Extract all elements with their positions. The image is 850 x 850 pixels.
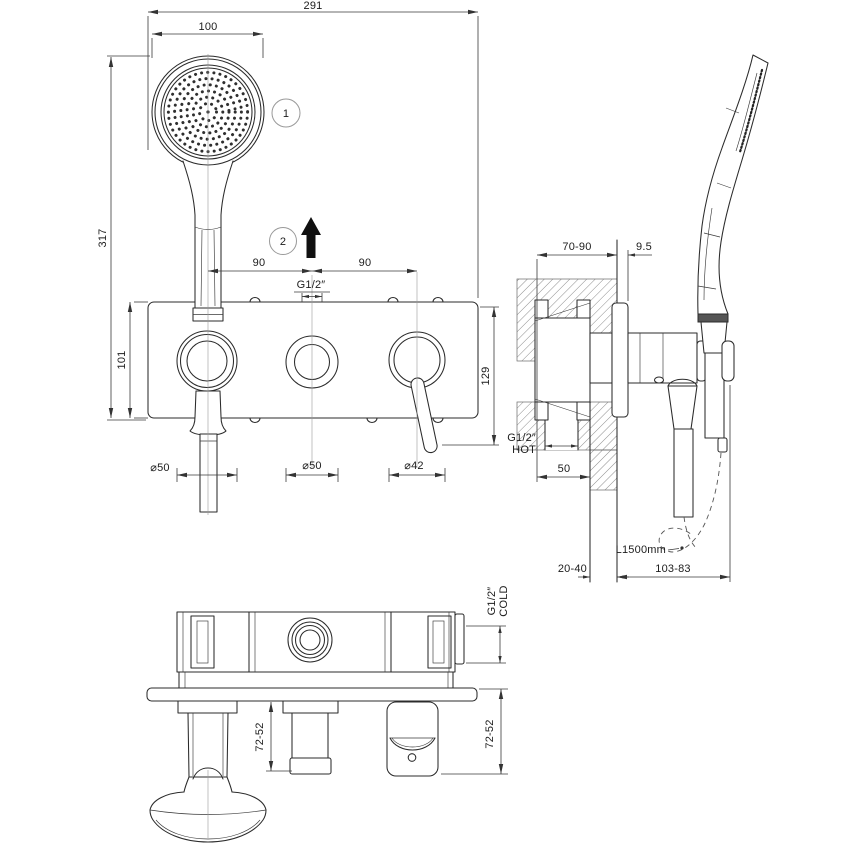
bottom-view: 72-52 72-52 G1/2″ COLD (146, 585, 510, 843)
valve-cylinder (627, 332, 707, 384)
bottom-dimensions: 72-52 72-52 G1/2″ COLD (254, 585, 510, 775)
dim-trim-height: 129 (480, 367, 492, 386)
side-view: L1500mm 70-90 9.5 G1/2″ HOT 50 20-40 103… (507, 54, 769, 583)
dim-knob-depth-center: 72-52 (254, 722, 266, 751)
dim-protrusion: 103-83 (655, 563, 690, 575)
outlet-thread-label: G1/2″ (297, 279, 326, 291)
flexible-hose: L1500mm (616, 452, 722, 556)
dim-spacing-left: 90 (253, 257, 266, 269)
dia-holder-knob: ⌀50 (150, 462, 169, 474)
dim-wall-thickness: 20-40 (558, 563, 587, 575)
outlet-port (287, 617, 333, 663)
cold-inlet-thread: G1/2″ (486, 587, 498, 616)
dim-inlet-offset: 50 (558, 463, 571, 475)
diverter-knob-bottom (282, 700, 339, 775)
trim-plate-bottom (146, 687, 478, 702)
shower-holder-bracket-side (721, 340, 735, 382)
hot-inlet-thread: G1/2″ (507, 432, 536, 444)
dim-spacing-right: 90 (359, 257, 372, 269)
balloon-2-label: 2 (280, 236, 286, 248)
hose-length-label: L1500mm (616, 544, 666, 556)
spray-face-side (738, 68, 764, 154)
dim-plate-height: 101 (116, 351, 128, 370)
dim-plate-thickness: 9.5 (636, 241, 652, 253)
mixer-lever-bottom (386, 701, 439, 777)
cold-inlet-stub (454, 613, 465, 665)
trim-plate-side (611, 302, 629, 418)
dim-recess-depth: 70-90 (562, 241, 591, 253)
mixer-lever (410, 377, 438, 454)
dia-center-knob: ⌀50 (302, 460, 321, 472)
inwall-valve-body (534, 299, 613, 421)
front-dimensions: 291 100 317 101 129 90 90 G1/2″ (97, 0, 499, 482)
dim-head-diameter: 100 (199, 21, 218, 33)
balloon-1-label: 1 (283, 108, 289, 120)
arrow-up-icon (301, 217, 321, 258)
hand-shower-side (697, 54, 769, 453)
balloon-1 (271, 98, 301, 128)
dim-overall-width: 291 (304, 0, 323, 12)
hand-shower-bottom (149, 700, 267, 843)
dim-knob-depth-lever: 72-52 (484, 719, 496, 748)
dia-lever-knob: ⌀42 (404, 460, 423, 472)
side-dimensions: 70-90 9.5 G1/2″ HOT 50 20-40 103-83 (507, 241, 731, 582)
hot-inlet-label: HOT (512, 444, 536, 456)
dim-overall-height: 317 (97, 229, 109, 248)
wall-hatch-strip (589, 449, 618, 491)
hose-outlet (667, 378, 698, 518)
balloon-2 (269, 227, 297, 255)
shower-holder-knob (176, 330, 238, 513)
front-view: 1 2 291 100 317 101 129 (97, 0, 499, 515)
cold-inlet-label: COLD (498, 585, 510, 616)
rough-body-bottom (176, 611, 465, 689)
